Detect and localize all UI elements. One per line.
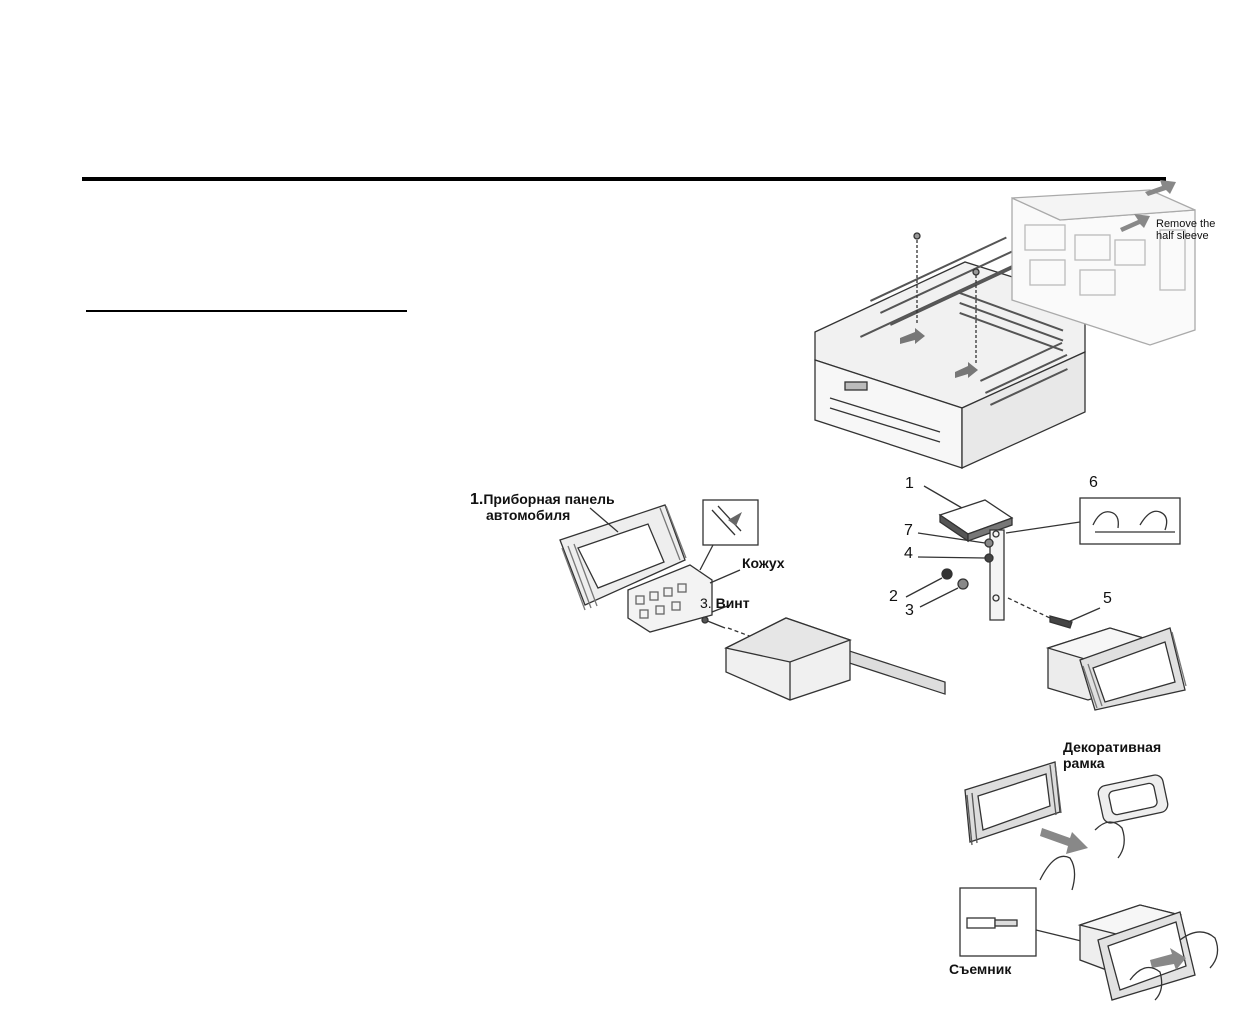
- part-2-label: 2: [889, 588, 898, 605]
- screw-text: Винт: [715, 595, 750, 611]
- step-number-1: 1.: [470, 491, 484, 508]
- sleeve-label-line1: Remove the: [1156, 218, 1216, 230]
- section-underline: [86, 310, 407, 312]
- case-label: Кожух: [742, 555, 785, 571]
- trim-label-line1: Декоративная: [1063, 739, 1162, 755]
- screw-label: 3. Винт: [700, 596, 750, 611]
- header-rule: [82, 177, 1166, 181]
- sleeve-label-line2: half sleeve: [1156, 230, 1209, 242]
- trim-label-line2: рамка: [1063, 755, 1105, 771]
- part-1-label: 1: [905, 475, 914, 492]
- dashboard-text-1: Приборная панель: [483, 491, 615, 507]
- dashboard-label-line1: 1.Приборная панель: [470, 491, 615, 508]
- part-7-label: 7: [904, 522, 913, 539]
- dashboard-label-line2: автомобиля: [486, 507, 571, 523]
- part-4-label: 4: [904, 545, 913, 562]
- part-5-label: 5: [1103, 590, 1112, 607]
- part-6-label: 6: [1089, 474, 1098, 491]
- part-3-label: 3: [905, 602, 914, 619]
- step-number-3: 3.: [700, 595, 712, 611]
- tool-label: Съемник: [949, 961, 1012, 977]
